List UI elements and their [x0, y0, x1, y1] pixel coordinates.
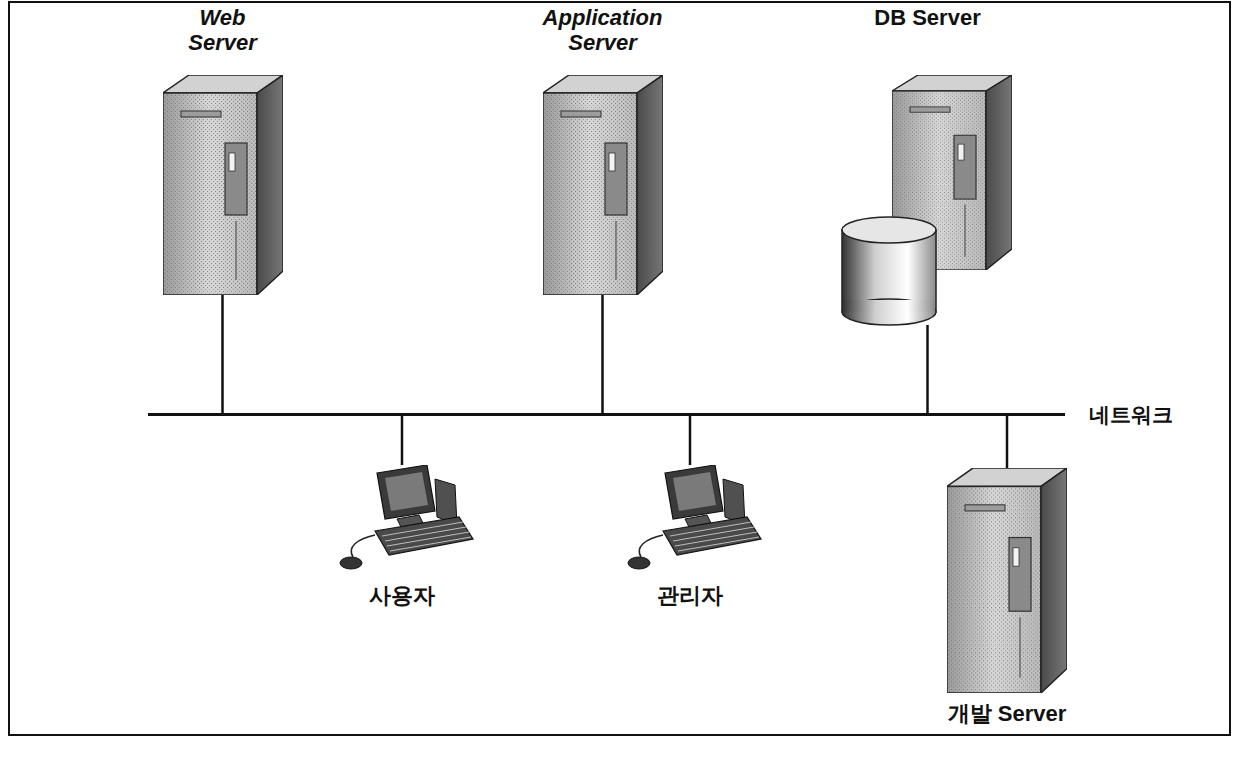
node-label: 사용자 — [323, 583, 481, 608]
network-link — [689, 416, 692, 465]
node-label: 네트워크 — [1089, 402, 1173, 426]
icon-area — [327, 465, 477, 575]
db-server: DB Server — [836, 5, 1019, 325]
icon-area — [615, 465, 765, 575]
icon-area — [947, 468, 1067, 693]
network-bus: 네트워크 — [148, 413, 1065, 416]
icon-area — [843, 75, 1013, 325]
network-link — [401, 416, 404, 465]
node-label: DB Server — [840, 5, 1015, 65]
icon-area — [543, 75, 663, 295]
user-pc: 사용자 — [323, 465, 481, 608]
admin-pc: 관리자 — [611, 465, 769, 608]
server-icon — [163, 75, 283, 295]
network-link — [601, 295, 604, 413]
node-label: Web Server — [175, 5, 270, 65]
node-label: 개발 Server — [923, 701, 1091, 726]
server-icon — [543, 75, 663, 295]
dev-server: 개발 Server — [923, 468, 1091, 726]
network-link — [221, 295, 224, 413]
frame — [9, 2, 1230, 735]
application-server: Application Server — [524, 5, 682, 295]
icon-area — [163, 75, 283, 295]
database-cylinder — [842, 217, 936, 325]
node-label: Application Server — [528, 5, 678, 65]
pc-icon — [628, 465, 761, 569]
network-link — [1006, 416, 1009, 468]
network-link — [926, 325, 929, 413]
node-label: 관리자 — [611, 583, 769, 608]
web-server: Web Server — [160, 5, 285, 295]
server-icon — [947, 468, 1067, 693]
pc-icon — [340, 465, 473, 569]
